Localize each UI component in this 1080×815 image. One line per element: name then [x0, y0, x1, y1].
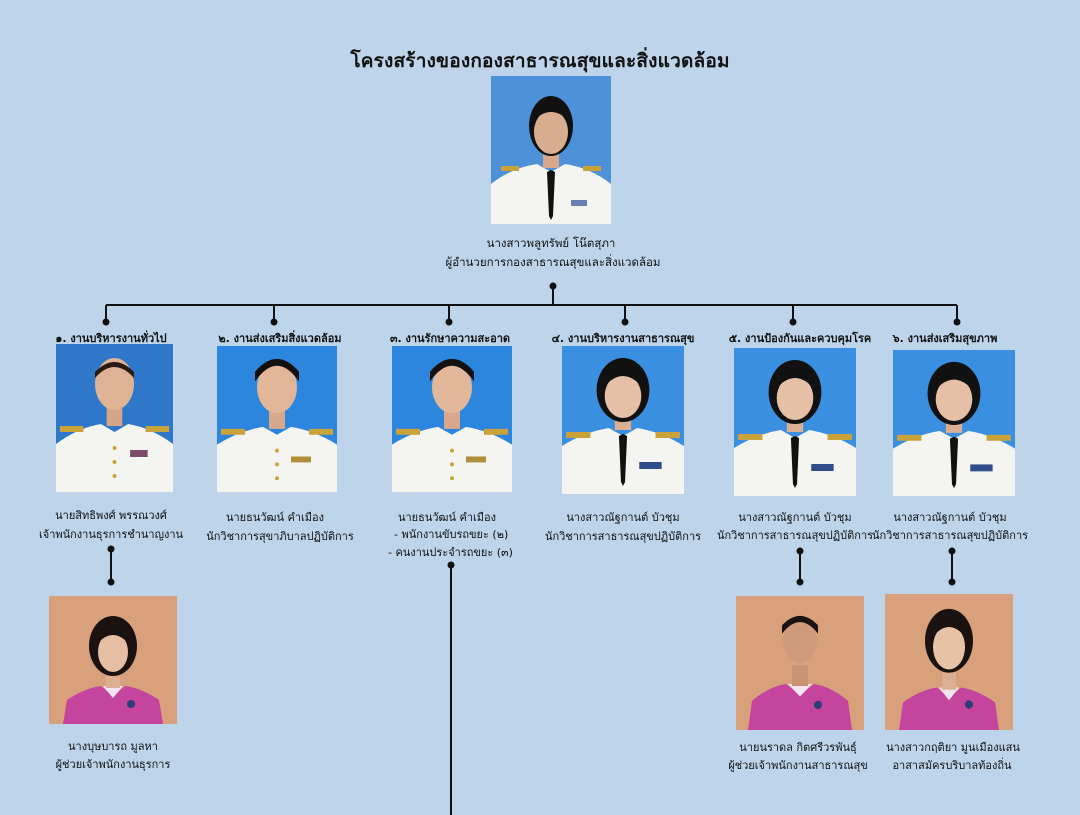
connector-dot	[796, 547, 804, 555]
dept-head-name-3: นายธนวัฒน์ คำเมือง	[397, 511, 497, 524]
dept-label-6: ๖. งานส่งเสริมสุขภาพ	[892, 332, 998, 345]
connector-dot	[549, 282, 557, 290]
connector-dot	[445, 318, 453, 326]
director-name: นางสาวพลูทรัพย์ โน๊ตสุภา	[486, 236, 616, 250]
connector-dot	[621, 318, 629, 326]
subordinate-photo-3	[885, 594, 1013, 730]
dept-head-photo-1	[56, 344, 173, 492]
dept-head-photo-5	[734, 348, 856, 496]
connector-dot	[107, 578, 115, 586]
dept-head-name-4: นางสาวณัฐกานต์ บัวชุม	[566, 511, 680, 524]
dept-head-position-1: เจ้าพนักงานธุรการชำนาญงาน	[38, 528, 184, 541]
connector-dot	[447, 561, 455, 569]
cleaning-staff-item-2: - คนงานประจำรถขยะ (๓)	[388, 546, 513, 559]
dept-head-photo-4	[562, 346, 684, 494]
dept-head-photo-6	[893, 350, 1015, 496]
chart-title: โครงสร้างของกองสาธารณสุขและสิ่งแวดล้อม	[350, 50, 730, 72]
subordinate-name-2: นายนราดล กิตศรีวรพันธุ์	[739, 741, 857, 754]
connector-dot	[948, 547, 956, 555]
subordinate-position-1: ผู้ช่วยเจ้าพนักงานธุรการ	[55, 758, 171, 771]
dept-head-name-1: นายสิทธิพงศ์ พรรณวงศ์	[55, 509, 167, 522]
dept-head-name-6: นางสาวณัฐกานต์ บัวชุม	[893, 511, 1007, 524]
dept-head-photo-2	[217, 346, 337, 492]
connector-dot	[948, 578, 956, 586]
director-photo	[491, 76, 611, 224]
dept-head-photo-3	[392, 346, 512, 492]
connector-dot	[270, 318, 278, 326]
subordinate-position-3: อาสาสมัครบริบาลท้องถิ่น	[892, 759, 1012, 772]
dept-head-name-5: นางสาวณัฐกานต์ บัวชุม	[738, 511, 852, 524]
dept-head-position-2: นักวิชาการสุขาภิบาลปฏิบัติการ	[206, 530, 354, 543]
dept-head-position-4: นักวิชาการสาธารณสุขปฏิบัติการ	[544, 530, 702, 543]
dept-label-1: ๑. งานบริหารงานทั่วไป	[55, 332, 167, 345]
dept-label-2: ๒. งานส่งเสริมสิ่งแวดล้อม	[218, 332, 342, 345]
connector-dot	[107, 545, 115, 553]
dept-head-position-6: นักวิชาการสาธารณสุขปฏิบัติการ	[871, 529, 1029, 542]
connector-dot	[953, 318, 961, 326]
connector-dot	[789, 318, 797, 326]
subordinate-photo-1	[49, 596, 177, 724]
subordinate-name-1: นางบุษบารถ มูลหา	[68, 740, 158, 753]
dept-head-name-2: นายธนวัฒน์ คำเมือง	[225, 511, 325, 524]
subordinate-name-3: นางสาวกฤติยา มูนเมืองแสน	[886, 741, 1020, 754]
dept-head-position-5: นักวิชาการสาธารณสุขปฏิบัติการ	[716, 529, 874, 542]
subordinate-position-2: ผู้ช่วยเจ้าพนักงานสาธารณสุข	[728, 759, 868, 772]
subordinate-photo-2	[736, 596, 864, 730]
director-position: ผู้อำนวยการกองสาธารณสุขและสิ่งแวดล้อม	[445, 255, 661, 269]
dept-label-5: ๕. งานป้องกันและควบคุมโรค	[728, 332, 872, 345]
connector-dot	[796, 578, 804, 586]
dept-label-4: ๔. งานบริหารงานสาธารณสุข	[551, 332, 695, 345]
connector-dot	[102, 318, 110, 326]
dept-label-3: ๓. งานรักษาความสะอาด	[389, 332, 511, 345]
cleaning-staff-item-1: - พนักงานขับรถขยะ (๒)	[394, 528, 509, 541]
